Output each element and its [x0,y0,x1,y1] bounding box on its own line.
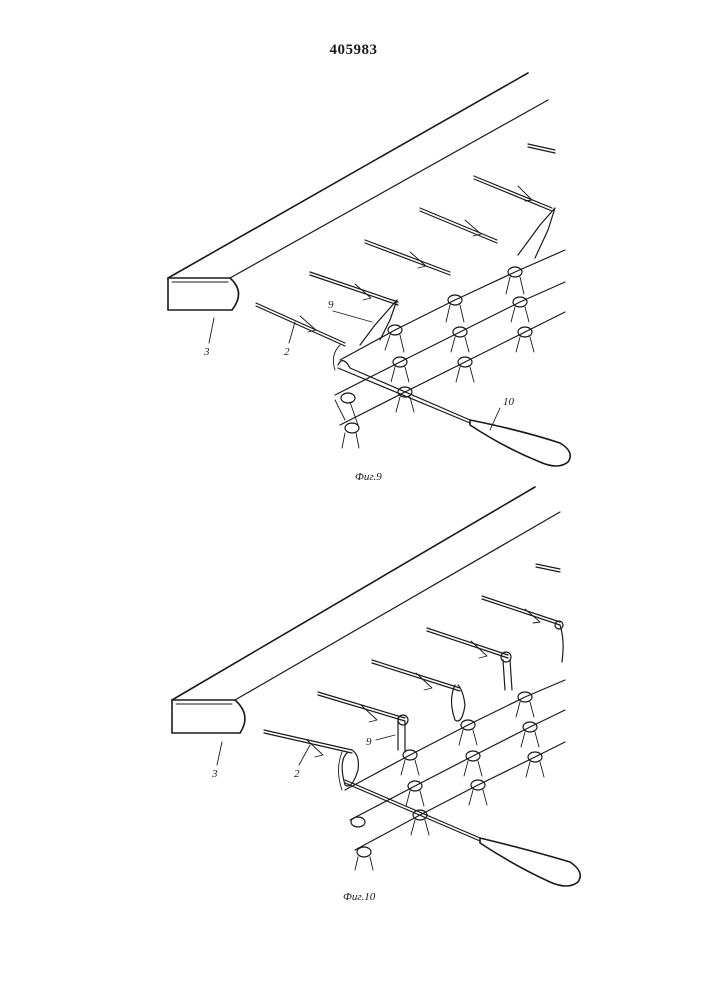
label-2-fig10: 2 [294,768,300,780]
label-3-fig10: 3 [211,768,218,780]
rods-fig9 [256,144,555,346]
rods-fig10 [264,564,563,757]
wooden-bar-fig9 [168,73,548,310]
labels-fig9: 3 2 9 10 [203,299,515,430]
label-2-fig9: 2 [284,346,290,358]
label-3-fig9: 3 [203,346,210,358]
figure-9: 3 2 9 10 Фиг.9 [168,73,570,483]
caption-fig10: Фиг.10 [343,891,376,903]
figure-10: 3 2 9 Фиг.10 [172,487,580,903]
label-9-fig9: 9 [328,299,334,311]
needle-tool-fig10 [345,780,580,886]
net-threads-fig10 [339,625,566,870]
label-9-fig10: 9 [366,736,372,748]
caption-fig9: Фиг.9 [355,471,382,483]
wooden-bar-fig10 [172,487,560,733]
label-10-fig9: 10 [503,396,515,408]
